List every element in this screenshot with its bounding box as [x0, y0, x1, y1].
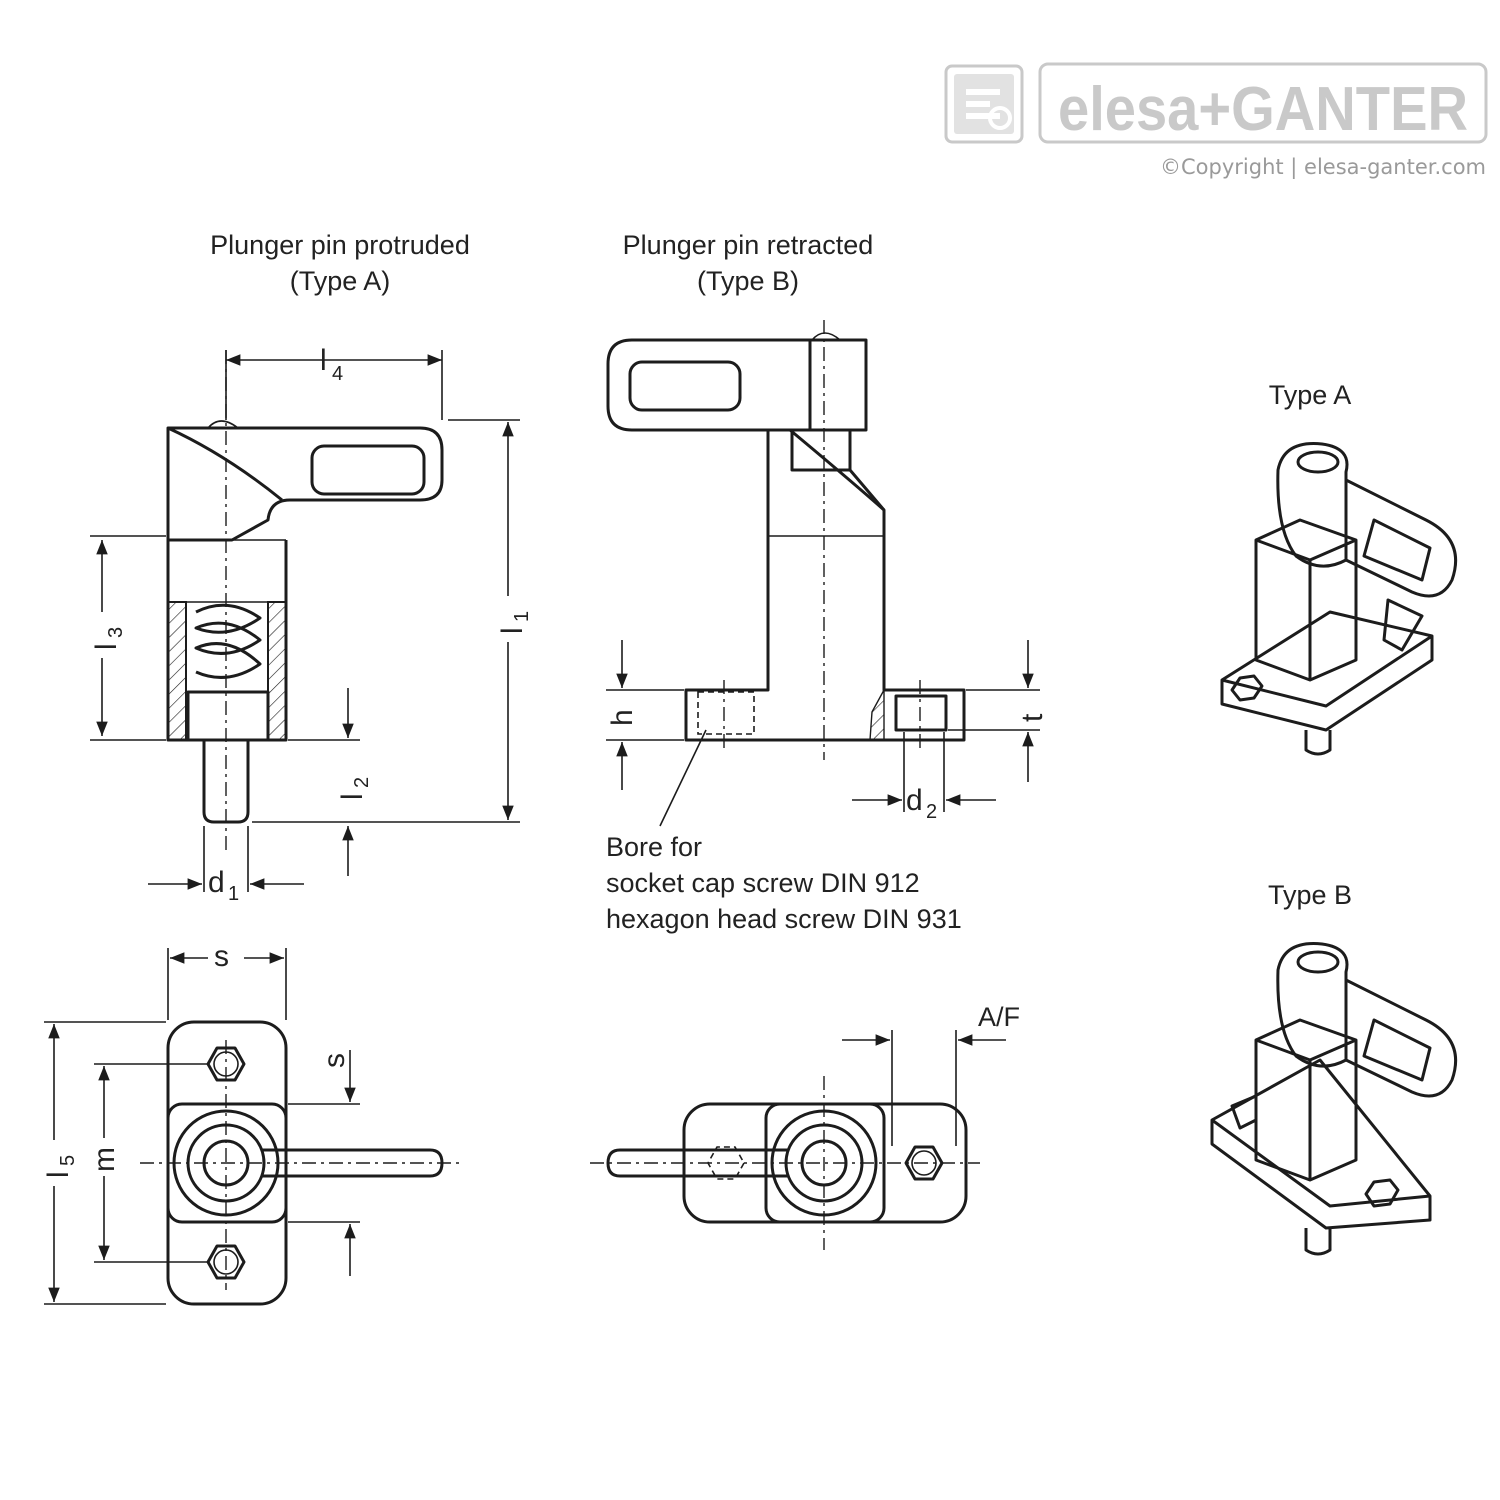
dim-h-label: h: [606, 709, 639, 726]
brand-logo: elesa+GANTER ©Copyright | elesa-ganter.c…: [944, 62, 1488, 180]
copyright-text: ©Copyright | elesa-ganter.com: [1160, 155, 1486, 180]
dim-s-side-label: s: [318, 1053, 351, 1068]
dim-l2-sub: 2: [351, 777, 373, 788]
type-b-top-view: [590, 1076, 980, 1250]
type-b-dimensions: h t d 2: [606, 640, 1049, 823]
dim-m-label: m: [88, 1147, 121, 1172]
type-b-subtitle: (Type B): [697, 266, 799, 296]
type-b-title: Plunger pin retracted: [623, 230, 874, 260]
af-dimension: A/F: [842, 1002, 1020, 1146]
type-a-dimensions: l 4 l 1 l 3 l 2 d 1: [84, 344, 533, 905]
dim-l5-sub: 5: [57, 1155, 79, 1166]
dim-d2-label: d: [906, 784, 923, 817]
dim-l2-label: l: [336, 793, 369, 800]
type-a-subtitle: (Type A): [290, 266, 391, 296]
dim-l3-label: l: [90, 643, 123, 650]
dim-l1-label: l: [496, 627, 529, 634]
dim-af-label: A/F: [978, 1002, 1020, 1032]
iso-type-a: [1220, 442, 1458, 756]
note-line-1: Bore for: [606, 832, 702, 862]
type-a-top-dimensions: s s l 5 m: [36, 940, 360, 1305]
type-a-front-view: [166, 350, 444, 850]
note-line-2: socket cap screw DIN 912: [606, 868, 920, 898]
logo-icon: [944, 64, 1024, 144]
iso-type-b: [1210, 942, 1458, 1256]
dim-l3-sub: 3: [105, 627, 127, 638]
type-a-top-view: [140, 1020, 460, 1306]
note-line-3: hexagon head screw DIN 931: [606, 904, 962, 934]
dim-l1-sub: 1: [511, 611, 533, 622]
iso-b-label: Type B: [1268, 880, 1352, 910]
dim-l4-sub: 4: [332, 363, 343, 385]
type-b-front-view: [606, 320, 966, 827]
logo-text: elesa+GANTER: [1058, 75, 1468, 144]
dim-d1-sub: 1: [228, 883, 239, 905]
dim-t-label: t: [1016, 713, 1049, 722]
type-a-title: Plunger pin protruded: [210, 230, 470, 260]
dim-d1-label: d: [208, 866, 225, 899]
dim-l4-label: l: [320, 344, 327, 377]
dim-s-top-label: s: [214, 940, 229, 973]
dim-d2-sub: 2: [926, 801, 937, 823]
dim-l5-label: l: [42, 1171, 75, 1178]
iso-a-label: Type A: [1269, 380, 1352, 410]
logo-frame: [1038, 62, 1488, 144]
